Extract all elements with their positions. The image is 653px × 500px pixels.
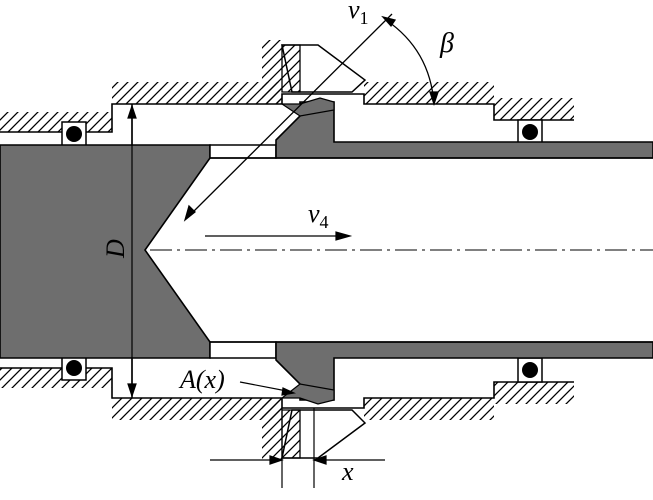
label-v4: v4 xyxy=(308,199,329,232)
housing-hatching xyxy=(0,40,574,460)
bore-outline xyxy=(210,157,653,343)
valve-seat-bottom xyxy=(281,409,367,459)
label-beta: β xyxy=(439,28,454,59)
v1-jet-arrow xyxy=(183,13,393,222)
seal-left-bottom xyxy=(61,355,87,381)
label-v1: v1 xyxy=(348,0,369,28)
v4-arrow xyxy=(205,231,353,241)
sleeve-taper-bottom xyxy=(280,383,335,405)
label-x: x xyxy=(341,457,354,486)
seal-right-top xyxy=(517,119,543,145)
seal-right-bottom xyxy=(517,357,543,383)
beta-arc xyxy=(381,15,439,107)
label-D: D xyxy=(101,239,130,259)
sleeve-taper-top xyxy=(280,97,335,117)
seal-left-top xyxy=(61,121,87,147)
label-A: A(x) xyxy=(178,365,225,394)
spool-gap-top xyxy=(209,144,277,159)
dimension-D xyxy=(127,104,137,398)
spool-gap-bottom xyxy=(209,341,277,359)
valve-seat-top xyxy=(281,44,367,93)
A-leader xyxy=(239,381,297,396)
dimension-x xyxy=(210,408,385,488)
